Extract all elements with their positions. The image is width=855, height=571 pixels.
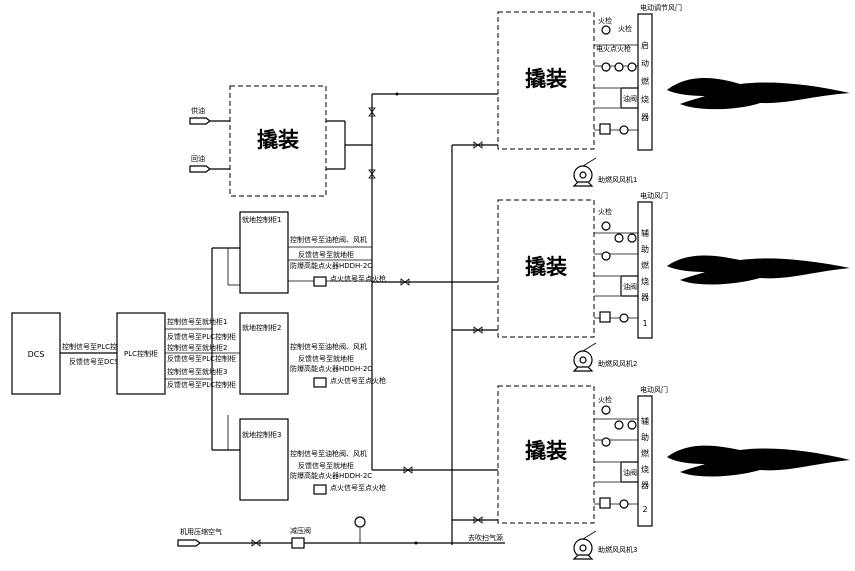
burner-name-char: 2 <box>642 505 647 514</box>
plc-cabinet: PLC控制柜 <box>116 312 166 395</box>
cabinet-note: 控制信号至油枪阀、风机 <box>290 342 367 351</box>
burner-name-char: 1 <box>642 319 647 328</box>
plc-out-4: 反馈信号至PLC控制柜 <box>167 354 236 363</box>
plc-cabinet-label: PLC控制柜 <box>124 349 158 358</box>
burner-name-char: 燃 <box>641 448 649 458</box>
cabinet-note: 点火信号至点火枪 <box>330 376 386 385</box>
damper-label: 火检 <box>618 24 632 33</box>
burner-name-char: 启 <box>641 40 649 50</box>
local-cabinet-label: 就地控制柜1 <box>242 215 281 224</box>
burner-name-char: 烧 <box>641 94 649 104</box>
dcs-to-plc-label: 控制信号至PLC控制柜 <box>62 342 131 351</box>
cabinet-note: 反馈信号至就地柜 <box>298 250 354 259</box>
plc-out-3: 控制信号至就地柜2 <box>167 343 227 352</box>
burner-name-char: 器 <box>641 293 649 302</box>
burner-name-char: 燃 <box>641 260 649 270</box>
plc-out-2: 反馈信号至PLC控制柜 <box>167 332 236 341</box>
burner-name-char: 助 <box>641 432 649 442</box>
burner-name-char: 烧 <box>641 276 649 286</box>
damper-name: 电动调节风门 <box>640 3 682 12</box>
cabinet-note: 防爆高能点火器HDDH-2C <box>290 471 372 480</box>
local-cabinet-label: 就地控制柜2 <box>242 323 281 332</box>
purge-air-label: 去吹扫气源 <box>468 533 503 542</box>
cabinet-note: 防爆高能点火器HDDH-2C <box>290 364 372 373</box>
burner-name-char: 烧 <box>641 464 649 474</box>
cabinet-note: 点火信号至点火枪 <box>330 483 386 492</box>
cabinet-note: 控制信号至油枪阀、风机 <box>290 449 367 458</box>
oil-valve-label: 油阀 <box>623 94 637 103</box>
fan-label: 助燃风风机2 <box>598 359 637 368</box>
local-cabinet-label: 就地控制柜3 <box>242 430 281 439</box>
flame-scanner-label: 火检 <box>598 16 612 25</box>
oil-valve-label: 油阀 <box>623 468 637 477</box>
flame-scanner-label: 火检 <box>598 395 612 404</box>
burner-name-char: 器 <box>641 113 649 122</box>
local-cabinet-2: 就地控制柜2 <box>239 312 289 395</box>
flame-icon <box>667 445 850 477</box>
cabinet-note: 点火信号至点火枪 <box>330 274 386 283</box>
burner-unit-3: 撬装 火检 油阀 电动风门 辅 助 燃 烧 器 2 助燃风风机3 <box>497 385 850 560</box>
supply-oil-label: 供油 <box>191 106 205 115</box>
supply-oil-pipe: 供油 <box>189 106 230 125</box>
flame-icon <box>667 255 850 285</box>
damper-name: 电动风门 <box>640 191 668 200</box>
fan-icon <box>572 530 597 560</box>
cabinet-note: 反馈信号至就地柜 <box>298 354 354 363</box>
fan-label: 助燃风风机1 <box>598 175 637 184</box>
fan-icon <box>572 157 597 187</box>
return-oil-pipe: 回油 <box>189 154 230 173</box>
reducing-valve-label: 减压阀 <box>290 526 311 535</box>
burner-name-char: 辅 <box>641 416 649 426</box>
compressed-air-label: 机用压缩空气 <box>180 527 222 536</box>
burner-name-char: 器 <box>641 481 649 490</box>
burner-name-char: 燃 <box>641 76 649 86</box>
cabinet-note: 防爆高能点火器HDDH-2C <box>290 261 372 270</box>
fan-icon <box>572 342 597 372</box>
burner-name-char: 动 <box>641 58 649 68</box>
flame-scanner-label: 火检 <box>598 207 612 216</box>
local-cabinet-1: 就地控制柜1 <box>239 211 289 294</box>
plc-out-1: 控制信号至就地柜1 <box>167 317 227 326</box>
burner-name-char: 助 <box>641 244 649 254</box>
oil-valve-label: 油阀 <box>623 282 637 291</box>
cabinet-note: 反馈信号至就地柜 <box>298 461 354 470</box>
dcs-label: DCS <box>28 350 45 359</box>
skid-label: 撬装 <box>257 127 299 152</box>
local-cabinet-3: 就地控制柜3 <box>239 418 289 501</box>
skid-label: 撬装 <box>525 254 567 279</box>
skid-label: 撬装 <box>525 438 567 463</box>
damper-name: 电动风门 <box>640 385 668 394</box>
plc-to-dcs-label: 反馈信号至DCS <box>69 357 119 366</box>
burner-name-char: 辅 <box>641 228 649 238</box>
flame-icon <box>667 78 850 110</box>
compressed-air-line: 机用压缩空气 减压阀 去吹扫气源 <box>177 516 505 549</box>
part-label: 电火点火枪 <box>596 44 631 53</box>
oil-skid: 撬装 <box>229 85 327 197</box>
burner-unit-1: 撬装 火检 火检 电火点火枪 油阀 电动调节风门 启 动 燃 烧 器 助燃风风机… <box>497 3 850 187</box>
plc-out-5: 控制信号至就地柜3 <box>167 367 227 376</box>
skid-label: 撬装 <box>525 66 567 91</box>
burner-unit-2: 撬装 火检 油阀 电动风门 辅 助 燃 烧 器 1 助燃风风机2 <box>497 191 850 372</box>
return-oil-label: 回油 <box>191 154 205 163</box>
plc-out-6: 反馈信号至PLC控制柜 <box>167 380 236 389</box>
fan-label: 助燃风风机3 <box>598 545 637 554</box>
dcs-block: DCS <box>11 312 61 395</box>
cabinet-note: 控制信号至油枪阀、风机 <box>290 235 367 244</box>
